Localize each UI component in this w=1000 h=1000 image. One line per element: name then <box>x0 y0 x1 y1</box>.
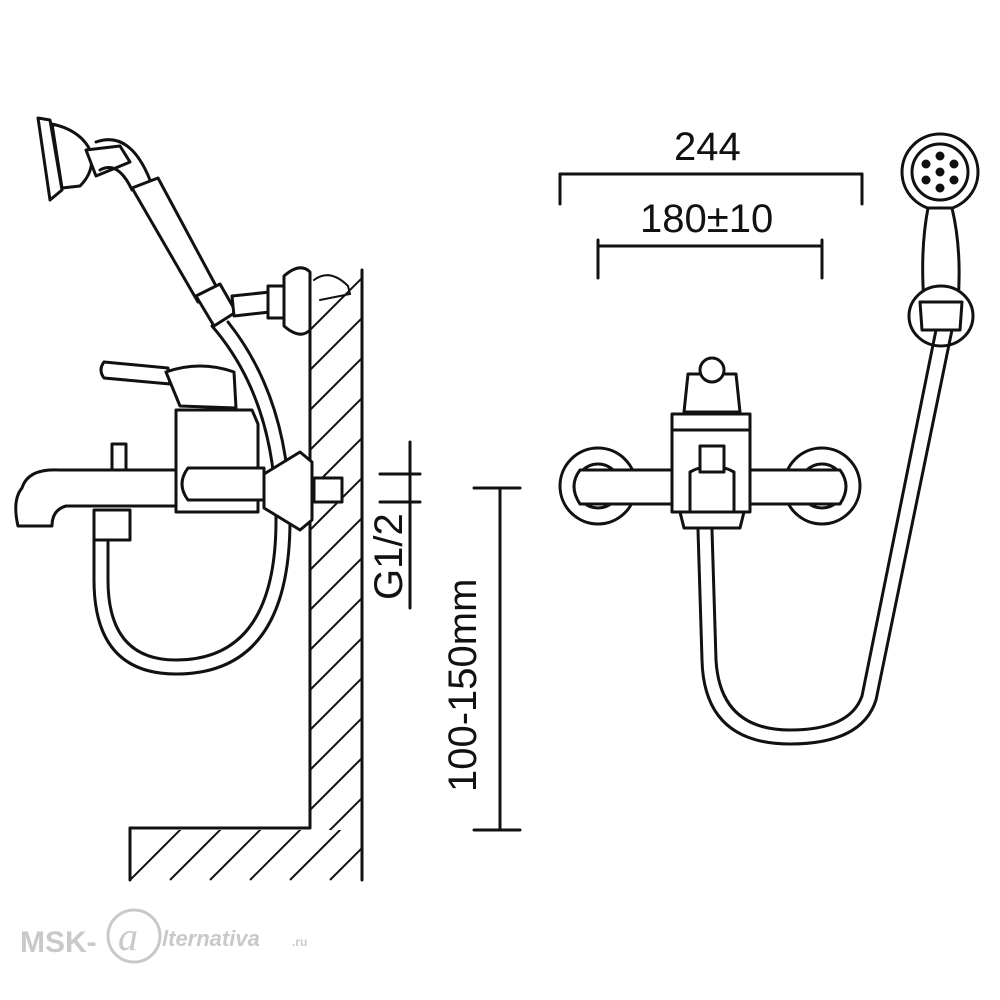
floor-section <box>130 830 362 881</box>
thread-dimension: G1/2 <box>367 440 422 610</box>
svg-text:a: a <box>118 914 138 959</box>
watermark-domain: .ru <box>292 935 307 949</box>
at-sign-logo: a <box>106 908 162 964</box>
watermark-brand-right: lternativa <box>162 926 260 951</box>
center-distance-label: 180±10 <box>640 197 773 241</box>
thread-label: G1/2 <box>367 513 411 600</box>
wall-section <box>128 268 364 882</box>
height-label: 100-150mm <box>441 579 485 792</box>
front-view-mixer: 244 180±10 <box>558 125 980 746</box>
center-distance-dimension: 180±10 <box>596 197 824 280</box>
watermark-brand-left: MSK- <box>20 926 97 959</box>
total-width-label: 244 <box>674 125 741 169</box>
shower-nozzles <box>921 151 959 193</box>
total-width-dimension: 244 <box>558 125 864 206</box>
side-view-mixer <box>14 116 352 676</box>
watermark: MSK- a lternativa .ru <box>20 908 307 964</box>
height-dimension: 100-150mm <box>441 486 522 832</box>
